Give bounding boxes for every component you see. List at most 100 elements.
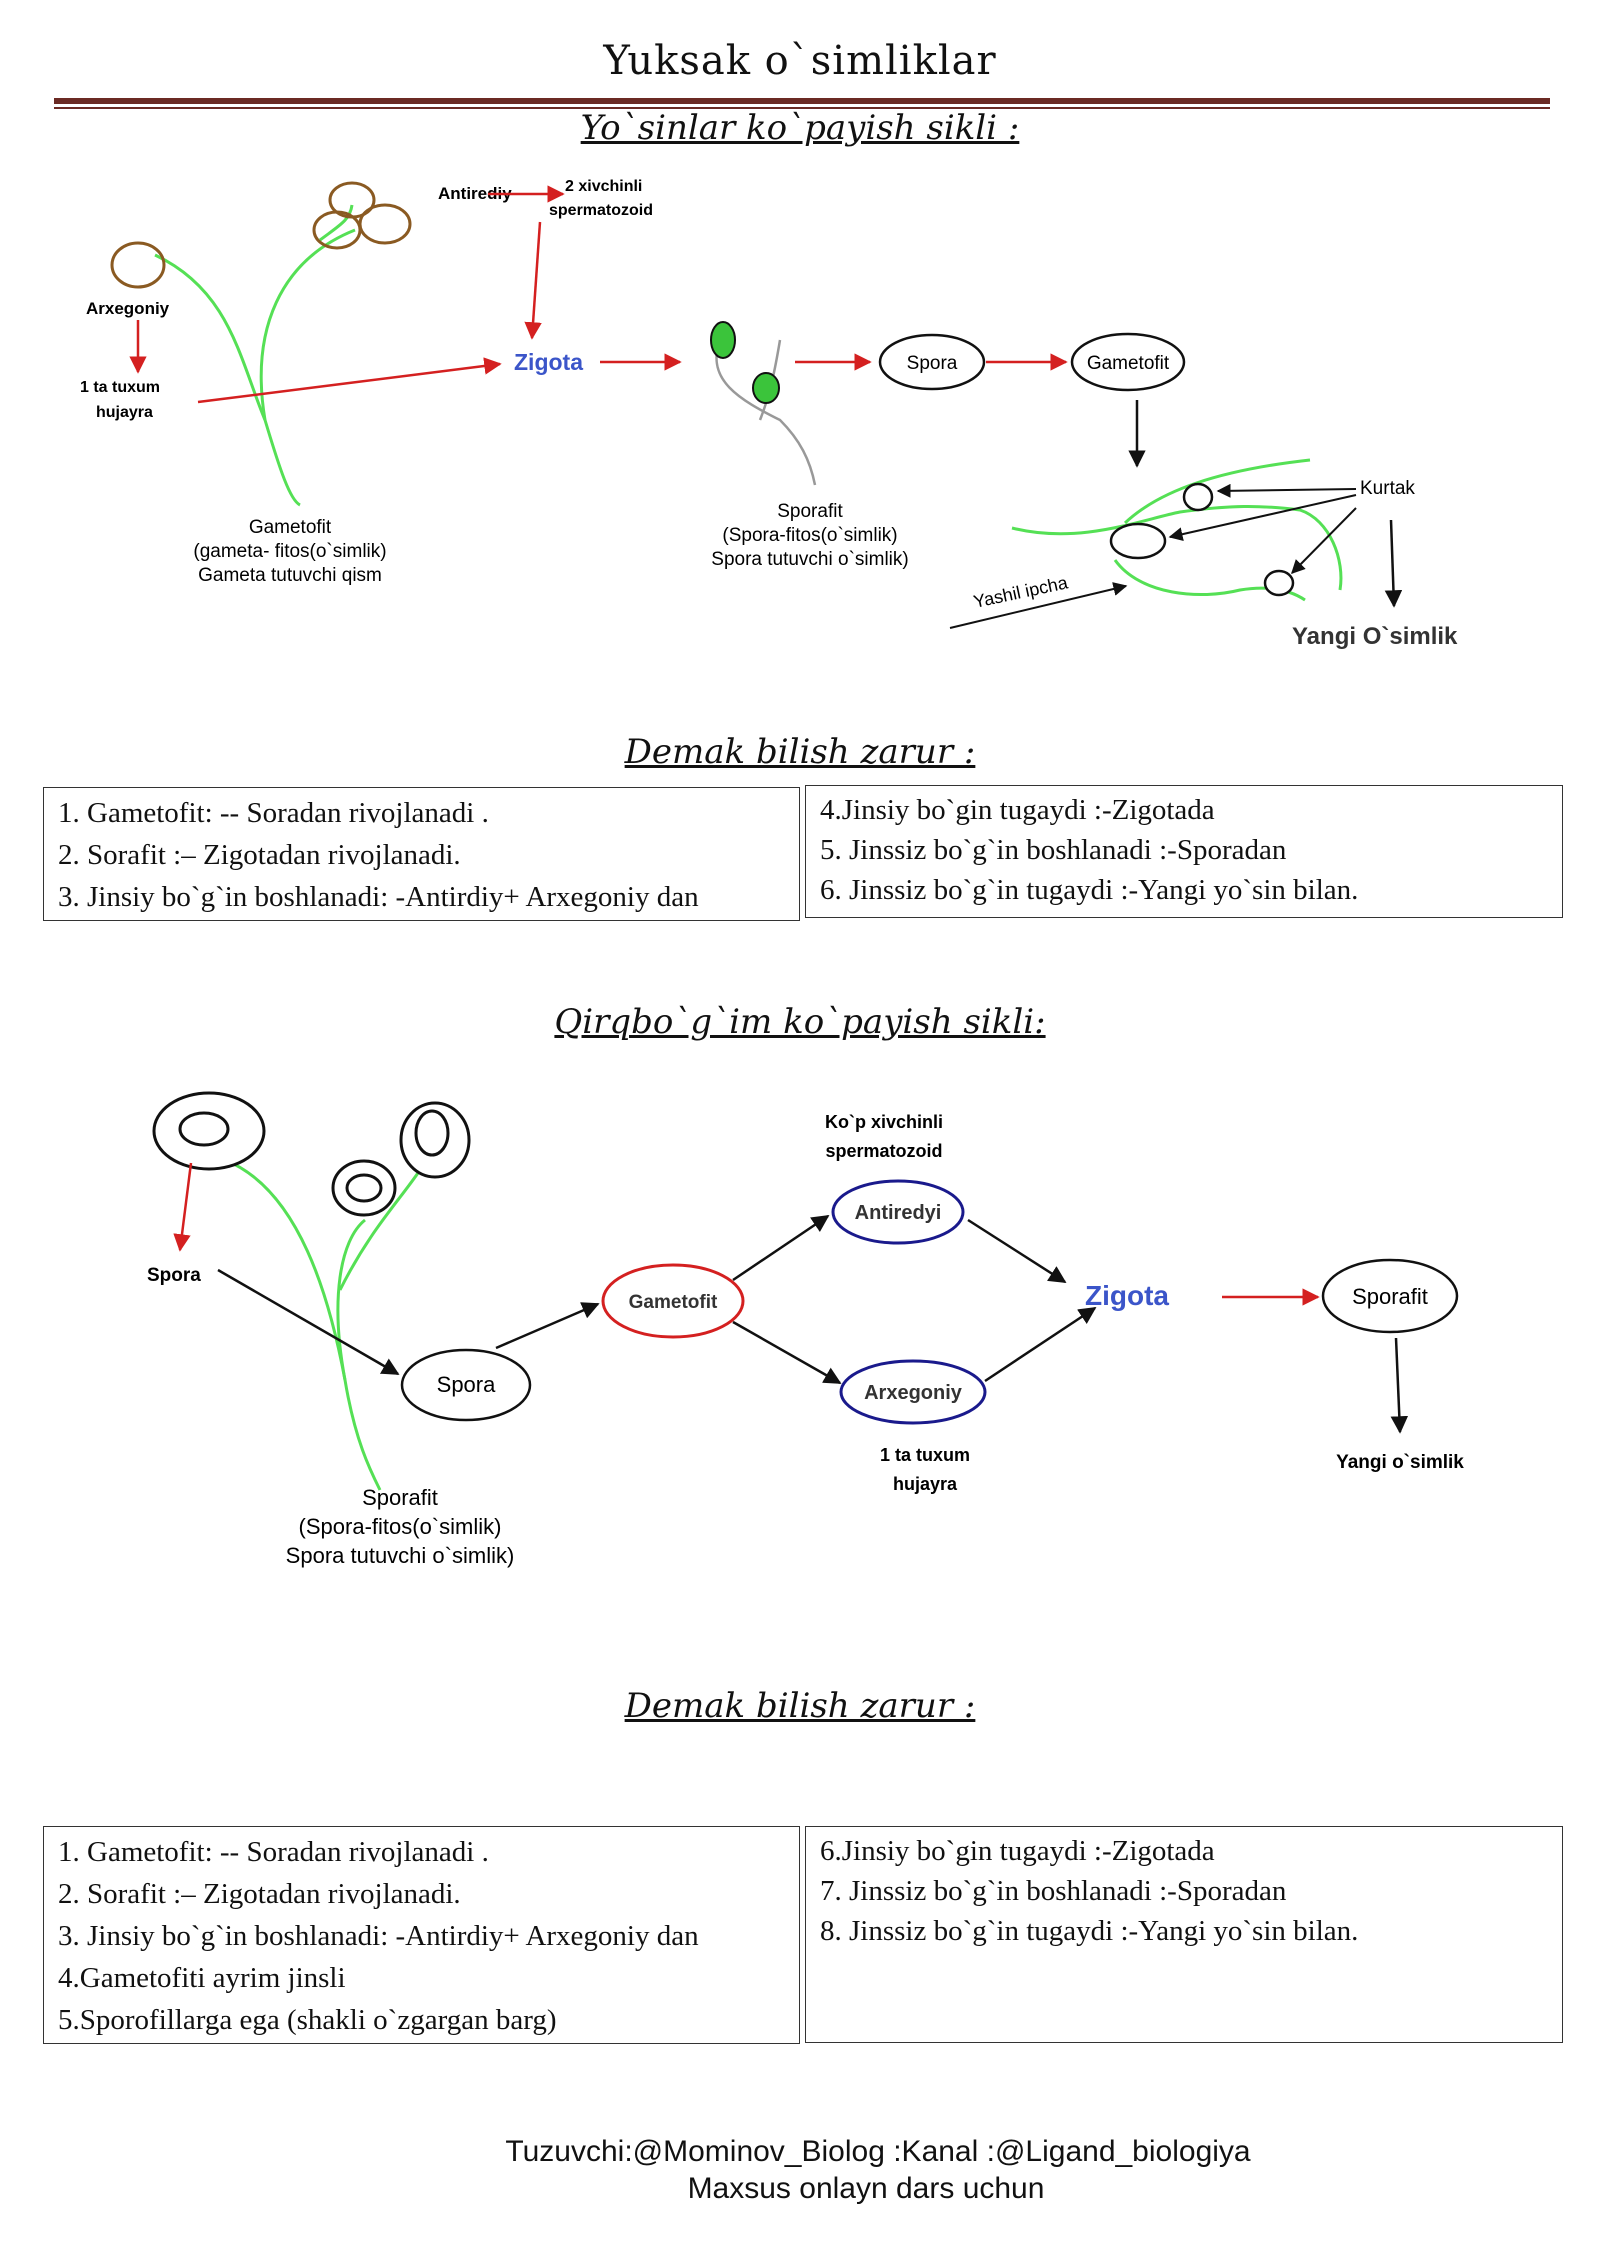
sperm-label-2: spermatozoid (825, 1141, 942, 1161)
sporophyte-caption-3: Spora tutuvchi o`simlik) (286, 1543, 515, 1568)
capsule-shape (710, 321, 736, 359)
spore-node-label: Spora (907, 353, 958, 374)
zygote-label: Zigota (514, 349, 583, 375)
arrow-bud (1216, 483, 1357, 498)
spore-node (400, 1348, 532, 1422)
bud-shape (1263, 569, 1295, 597)
arrow-bud (1291, 507, 1357, 574)
note1-left-item: 1. Gametofit: -- Soradan rivojlanadi . (58, 797, 489, 829)
egg-label-1: 1 ta tuxum (80, 379, 160, 396)
sporophyte-caption-2: (Spora-fitos(o`simlik) (299, 1514, 502, 1539)
spore-node-label: Spora (437, 1372, 496, 1397)
sporangium-inner (414, 1109, 450, 1157)
gametophyte-node (601, 1263, 745, 1339)
sporophyte-stalk (715, 339, 817, 486)
sporophyte-caption-3: Spora tutuvchi o`simlik) (711, 549, 908, 570)
note1-right-item: 4.Jinsiy bo`gin tugaydi :-Zigotada (820, 794, 1215, 826)
footer-credit: Tuzuvchi:@Mominov_Biolog :Kanal :@Ligand… (505, 2135, 1251, 2168)
sporangium-shape (331, 1159, 397, 1217)
spore-node (878, 333, 986, 391)
sporangium-shape (399, 1101, 471, 1179)
note1-right-box: 4.Jinsiy bo`gin tugaydi :-Zigotada 5. Ji… (805, 785, 1563, 918)
spore-label: Spora (147, 1265, 201, 1286)
sperm-label-2: spermatozoid (549, 202, 653, 219)
sporophyte-branch (338, 1169, 422, 1291)
arrow-sporophyte-new-plant (1390, 1337, 1409, 1434)
arrow-sperm-zygote (524, 221, 542, 340)
archegonium-node-label: Arxegoniy (864, 1382, 963, 1404)
protonema-thread (1011, 504, 1343, 591)
note2-right-item: 6.Jinsiy bo`gin tugaydi :-Zigotada (820, 1835, 1215, 1867)
note2-left-item: 3. Jinsiy bo`g`in boshlanadi: -Antirdiy+… (58, 1920, 699, 1952)
bud-label: Kurtak (1360, 478, 1415, 499)
new-plant-label: Yangi O`simlik (1292, 623, 1458, 650)
archegonium-shape (110, 241, 166, 289)
capsule-shape (752, 372, 780, 404)
header-rule-thin (54, 107, 1550, 109)
arrow-archegonium-zygote (984, 1306, 1097, 1383)
bud-shape (1182, 482, 1214, 512)
arrow-bud (1168, 494, 1357, 542)
note2-left-box: 1. Gametofit: -- Soradan rivojlanadi . 2… (43, 1826, 800, 2044)
sporangium-inner (178, 1111, 230, 1147)
sperm-label-1: 2 xivchinli (565, 178, 642, 195)
archegonium-label: Arxegoniy (86, 299, 170, 318)
antheridium-node (831, 1179, 965, 1245)
gametophyte-caption-2: (gameta- fitos(o`simlik) (193, 541, 386, 562)
arrow-spore-node (217, 1268, 400, 1376)
sporangium-shape (152, 1091, 266, 1171)
arrow-gametophyte-archegonium (732, 1320, 842, 1385)
note1-left-item: 3. Jinsiy bo`g`in boshlanadi: -Antirdiy+… (58, 881, 699, 913)
gametophyte-node-label: Gametofit (629, 1292, 718, 1313)
sporophyte-branch (336, 1218, 366, 1381)
note1-right-item: 6. Jinssiz bo`g`in tugaydi :-Yangi yo`si… (820, 874, 1359, 906)
note1-left-box: 1. Gametofit: -- Soradan rivojlanadi . 2… (43, 787, 800, 921)
sporophyte-caption-1: Sporafit (777, 501, 843, 522)
sporangium-inner (345, 1173, 383, 1203)
egg-label-1: 1 ta tuxum (880, 1445, 970, 1465)
note2-right-item: 7. Jinssiz bo`g`in boshlanadi :-Sporadan (820, 1875, 1287, 1907)
horsetail-cycle-title: Qirqbo`g`im ko`payish sikli: (554, 1002, 1046, 1042)
arrow-antheridium-zygote (967, 1218, 1067, 1284)
gametophyte-node-label: Gametofit (1087, 353, 1170, 374)
note2-right-item: 8. Jinssiz bo`g`in tugaydi :-Yangi yo`si… (820, 1915, 1359, 1947)
archegonium-node (839, 1359, 987, 1425)
antheridium-node-label: Antiredyi (855, 1202, 942, 1224)
antheridium-shape (358, 203, 412, 245)
sperm-label-1: Ko`p xivchinli (825, 1112, 943, 1132)
antheridium-label: Antirediy (438, 184, 512, 203)
gametophyte-stem (154, 253, 301, 507)
gametophyte-branch-top (319, 204, 354, 242)
arrow-spore-gametophyte (495, 1302, 600, 1350)
bud-shape (1109, 522, 1167, 560)
note1-left-item: 2. Sorafit :– Zigotadan rivojlanadi. (58, 839, 461, 871)
gametophyte-caption-1: Gametofit (249, 517, 332, 538)
gametophyte-caption-3: Gameta tutuvchi qism (198, 565, 382, 586)
gametophyte-node (1070, 332, 1186, 392)
note1-right-item: 5. Jinssiz bo`g`in boshlanadi :-Sporadan (820, 834, 1287, 866)
header-rule (54, 98, 1550, 104)
note2-left-item: 5.Sporofillarga ega (shakli o`zgargan ba… (58, 2004, 557, 2036)
footer-subtitle: Maxsus onlayn dars uchun (687, 2172, 1045, 2205)
note1-title: Demak bilish zarur : (624, 732, 976, 772)
sporophyte-caption-2: (Spora-fitos(o`simlik) (722, 525, 897, 546)
egg-label-2: hujayra (96, 404, 153, 421)
page-title: Yuksak o`simliklar (603, 38, 997, 84)
moss-cycle-title: Yo`sinlar ko`payish sikli : (580, 108, 1020, 148)
note2-left-item: 2. Sorafit :– Zigotadan rivojlanadi. (58, 1878, 461, 1910)
horsetail-cycle-diagram: Spora Spora Sporafit (Spora-fitos(o`siml… (147, 1091, 1464, 1568)
arrow-new-plant (1384, 519, 1403, 608)
note2-right-box: 6.Jinsiy bo`gin tugaydi :-Zigotada 7. Ji… (805, 1826, 1563, 2043)
egg-label-2: hujayra (893, 1474, 958, 1494)
new-plant-label: Yangi o`simlik (1336, 1452, 1464, 1473)
sporophyte-node (1321, 1258, 1459, 1334)
arrow-egg-zygote (197, 357, 502, 404)
arrow-protonema (949, 582, 1128, 629)
sporophyte-node-label: Sporafit (1352, 1284, 1428, 1309)
note2-left-item: 4.Gametofiti ayrim jinsli (58, 1962, 346, 1994)
zygote-label: Zigota (1085, 1280, 1169, 1311)
protonema-label: Yashil ipcha (972, 572, 1071, 612)
note2-left-item: 1. Gametofit: -- Soradan rivojlanadi . (58, 1836, 489, 1868)
moss-cycle-diagram: Antirediy 2 xivchinli spermatozoid Arxeg… (80, 178, 1458, 650)
arrow-gametophyte-antheridium (732, 1214, 830, 1282)
